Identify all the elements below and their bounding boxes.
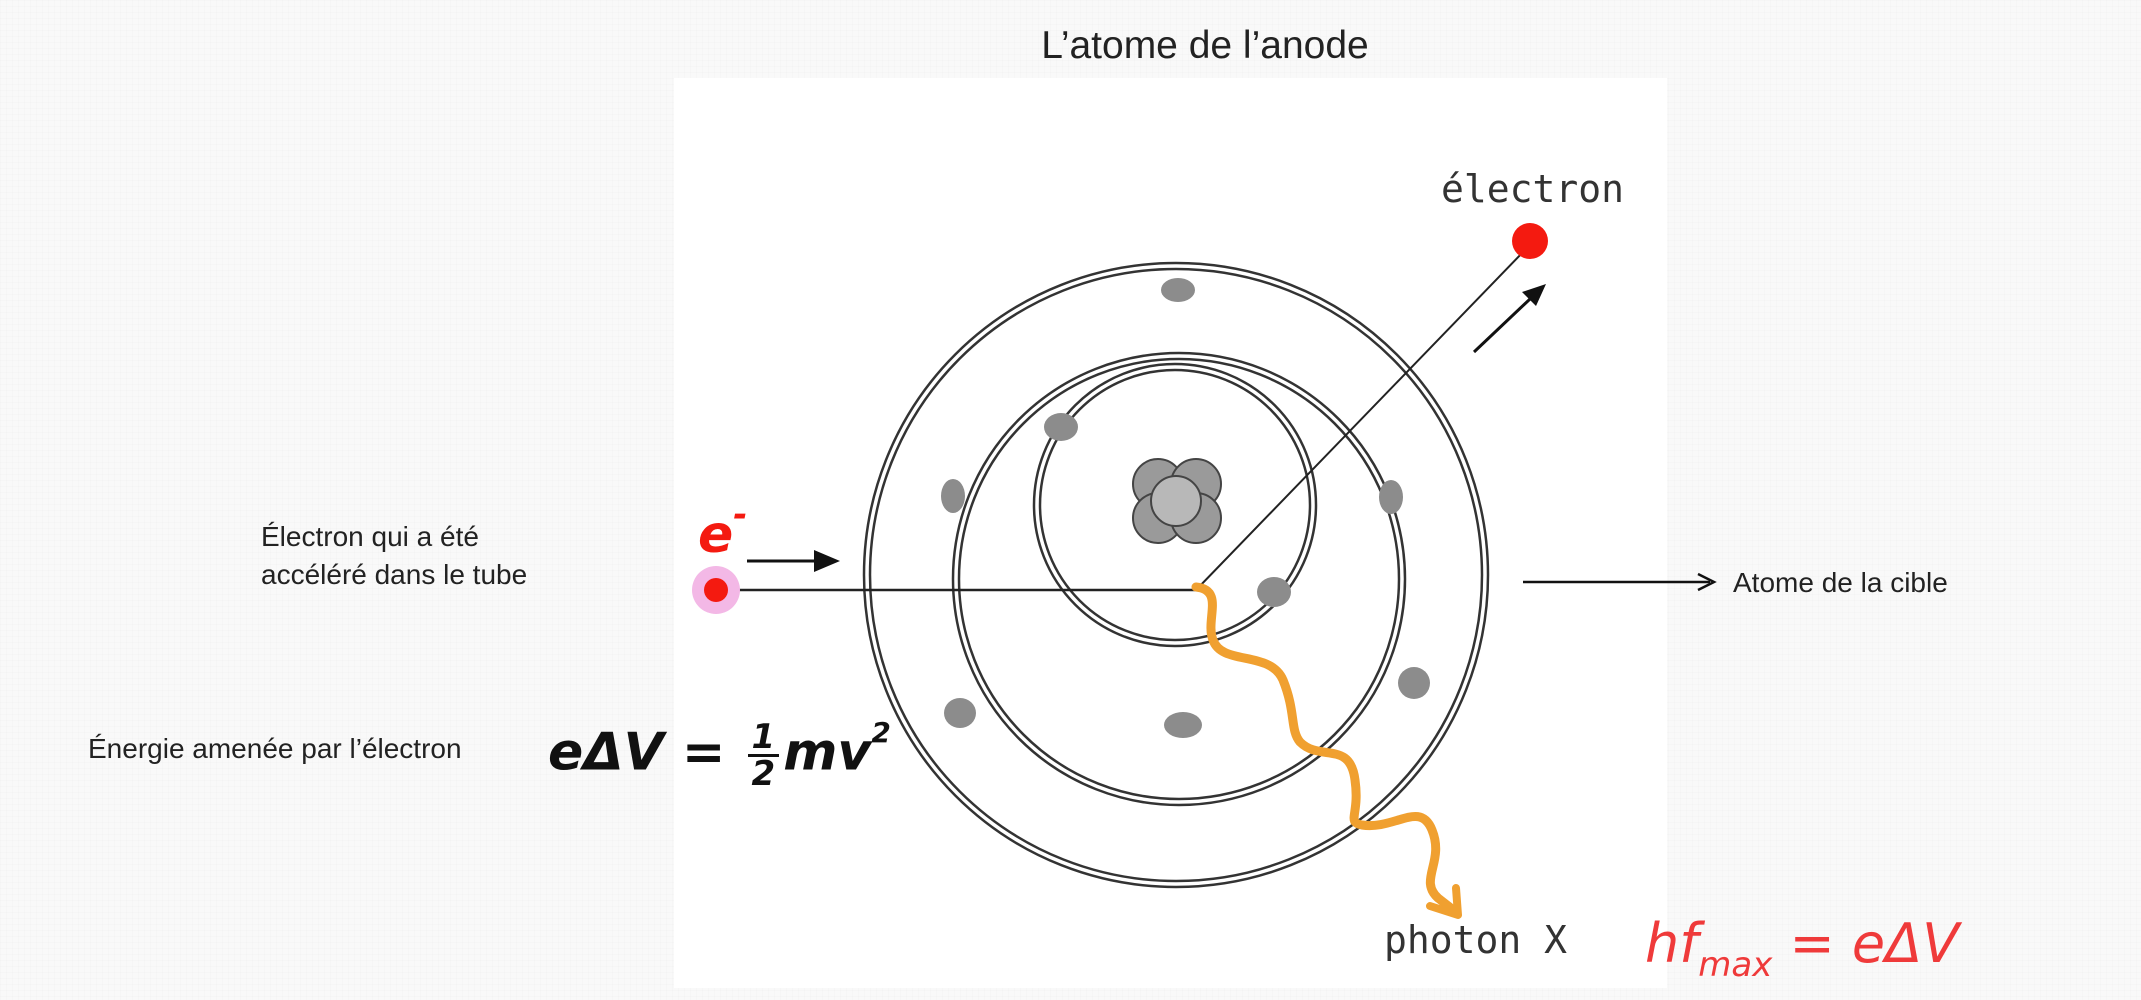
bound-electron <box>1044 413 1078 441</box>
target-atom-label: Atome de la cible <box>1733 567 1948 598</box>
scattered-path <box>1195 249 1526 591</box>
bound-electron <box>944 698 976 728</box>
photon-formula-h: hf <box>1645 912 1699 975</box>
electron-symbol: e- <box>698 495 747 565</box>
incoming-electron <box>704 578 728 602</box>
fraction-denominator: 2 <box>751 754 776 794</box>
bound-electron <box>1161 278 1195 302</box>
energy-formula-fraction: 1 2 <box>747 720 780 794</box>
bound-electron <box>1398 667 1430 699</box>
scattered-arrow <box>1472 284 1546 354</box>
scattered-electron <box>1512 223 1548 259</box>
target-atom-arrow <box>1523 572 1717 592</box>
electron-symbol-base: e <box>698 505 734 565</box>
photon-wave <box>1191 582 1461 917</box>
energy-formula-exponent: 2 <box>871 715 891 749</box>
incoming-electron-label-line1: Électron qui a été <box>261 521 479 552</box>
energy-formula-rhs: mv <box>783 722 872 783</box>
bound-electron <box>1164 712 1202 738</box>
orbit-middle <box>951 351 1407 807</box>
electron-symbol-sup: - <box>733 495 748 535</box>
page-title: L’atome de l’anode <box>1041 24 1369 67</box>
photon-arrowhead <box>1426 884 1462 919</box>
nucleus <box>1132 458 1222 544</box>
energy-label: Énergie amenée par l’électron <box>88 733 462 764</box>
energy-formula: eΔV = 1 2 mv2 <box>548 716 891 794</box>
orbit-outer <box>862 261 1490 889</box>
photon-energy-formula: hfmax = eΔV <box>1645 912 1960 985</box>
electron-out-label: électron <box>1441 167 1625 211</box>
photon-formula-rhs: = eΔV <box>1789 912 1960 975</box>
photon-label: photon X <box>1384 918 1568 962</box>
bound-electron <box>1379 480 1403 514</box>
photon-formula-sub: max <box>1698 945 1773 985</box>
bound-electron <box>1257 577 1291 607</box>
bound-electrons <box>941 278 1430 738</box>
incoming-arrow <box>747 550 840 572</box>
orbit-inner <box>1032 362 1318 648</box>
incoming-electron-label-line2: accéléré dans le tube <box>261 559 528 590</box>
fraction-numerator: 1 <box>747 720 780 757</box>
energy-formula-lhs: eΔV = <box>548 722 726 783</box>
bound-electron <box>941 479 965 513</box>
